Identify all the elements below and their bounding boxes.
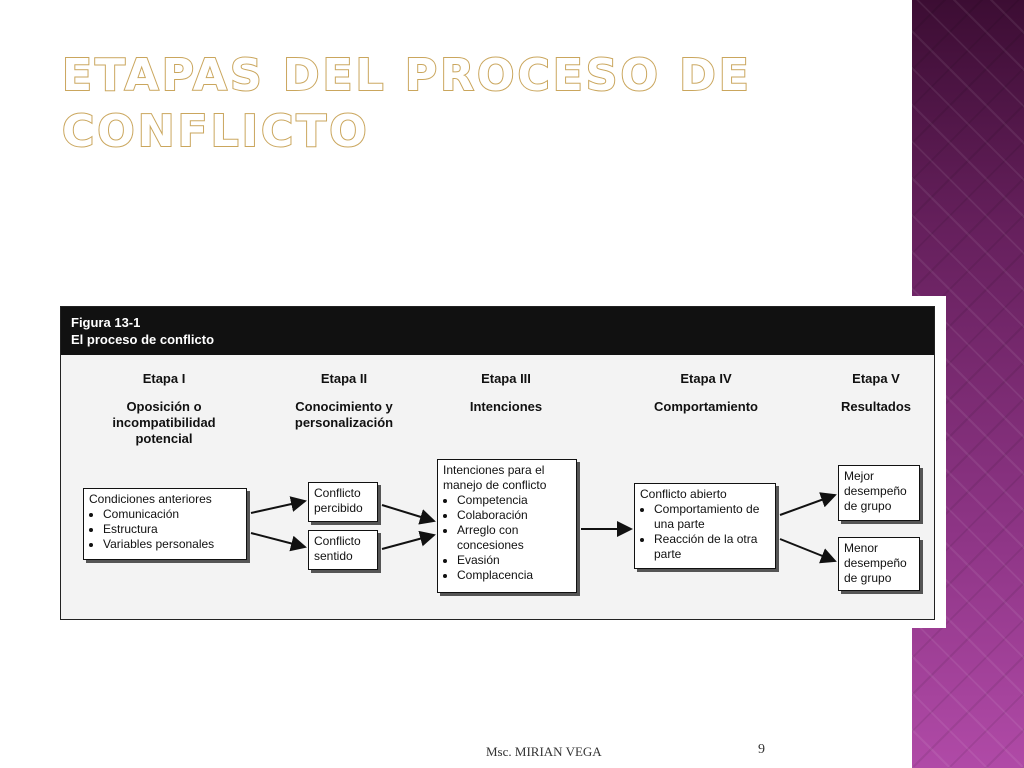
stage-5: Etapa V Resultados <box>826 371 926 415</box>
intention-item: Colaboración <box>457 508 571 523</box>
better-performance-box: Mejor desempeño de grupo <box>838 465 920 521</box>
antecedents-list: Comunicación Estructura Variables person… <box>89 507 241 552</box>
perceived-conflict-text: Conflicto percibido <box>314 486 363 515</box>
perceived-conflict-box: Conflicto percibido <box>308 482 378 522</box>
arrow-behavior-to-better <box>779 492 837 516</box>
stage-1-label: Etapa I <box>142 371 186 386</box>
behavior-item: Comportamiento de una parte <box>654 502 770 532</box>
slide-title: Etapas del proceso de conflicto <box>61 48 752 160</box>
figure-number: Figura 13-1 <box>71 315 141 330</box>
figure-header: Figura 13-1 El proceso de conflicto <box>61 307 934 355</box>
antecedent-item: Variables personales <box>103 537 241 552</box>
conflict-process-figure: Figura 13-1 El proceso de conflicto Etap… <box>60 306 935 620</box>
intentions-box: Intenciones para el manejo de conflicto … <box>437 459 577 593</box>
slide-title-line-2: conflicto <box>61 105 370 158</box>
stage-3-label: Etapa III <box>481 371 531 386</box>
arrow-antecedents-to-felt <box>250 532 307 552</box>
arrow-behavior-to-worse <box>779 538 837 564</box>
intention-item: Complacencia <box>457 568 571 583</box>
stage-5-label: Etapa V <box>852 371 900 386</box>
stage-2: Etapa II Conocimiento y personalización <box>279 371 409 431</box>
intention-item: Competencia <box>457 493 571 508</box>
page-number: 9 <box>758 742 765 757</box>
intention-item: Evasión <box>457 553 571 568</box>
stage-4-label: Etapa IV <box>680 371 732 386</box>
worse-performance-text: Menor desempeño de grupo <box>844 541 907 585</box>
arrow-perceived-to-intentions <box>381 504 436 525</box>
stage-3-name: Intenciones <box>469 399 543 414</box>
flow-arrows <box>250 492 837 564</box>
behavior-box: Conflicto abierto Comportamiento de una … <box>634 483 776 569</box>
figure-caption: El proceso de conflicto <box>71 332 215 347</box>
stage-2-label: Etapa II <box>320 371 368 386</box>
antecedents-title: Condiciones anteriores <box>89 492 212 506</box>
stage-3: Etapa III Intenciones <box>451 371 561 415</box>
decorative-side-band <box>912 0 1024 768</box>
antecedents-box: Condiciones anteriores Comunicación Estr… <box>83 488 247 560</box>
felt-conflict-box: Conflicto sentido <box>308 530 378 570</box>
stage-2-name: Conocimiento y personalización <box>294 399 394 430</box>
stage-5-name: Resultados <box>840 399 912 414</box>
behavior-list: Comportamiento de una parte Reacción de … <box>640 502 770 562</box>
intentions-list: Competencia Colaboración Arreglo con con… <box>443 493 571 583</box>
stage-4: Etapa IV Comportamiento <box>636 371 776 415</box>
worse-performance-box: Menor desempeño de grupo <box>838 537 920 591</box>
antecedent-item: Comunicación <box>103 507 241 522</box>
arrow-antecedents-to-perceived <box>250 496 307 514</box>
better-performance-text: Mejor desempeño de grupo <box>844 469 907 513</box>
intentions-title: Intenciones para el manejo de conflicto <box>443 463 547 492</box>
footer-author: Msc. MIRIAN VEGA <box>486 744 602 759</box>
stage-1-name: Oposición o incompatibilidad potencial <box>112 399 216 446</box>
arrow-felt-to-intentions <box>381 530 436 550</box>
stage-4-name: Comportamiento <box>654 399 758 414</box>
felt-conflict-text: Conflicto sentido <box>314 534 361 563</box>
intention-item: Arreglo con concesiones <box>457 523 571 553</box>
antecedent-item: Estructura <box>103 522 241 537</box>
behavior-item: Reacción de la otra parte <box>654 532 770 562</box>
slide-title-line-1: Etapas del proceso de <box>61 49 752 102</box>
stage-1: Etapa I Oposición o incompatibilidad pot… <box>99 371 229 447</box>
behavior-title: Conflicto abierto <box>640 487 727 501</box>
